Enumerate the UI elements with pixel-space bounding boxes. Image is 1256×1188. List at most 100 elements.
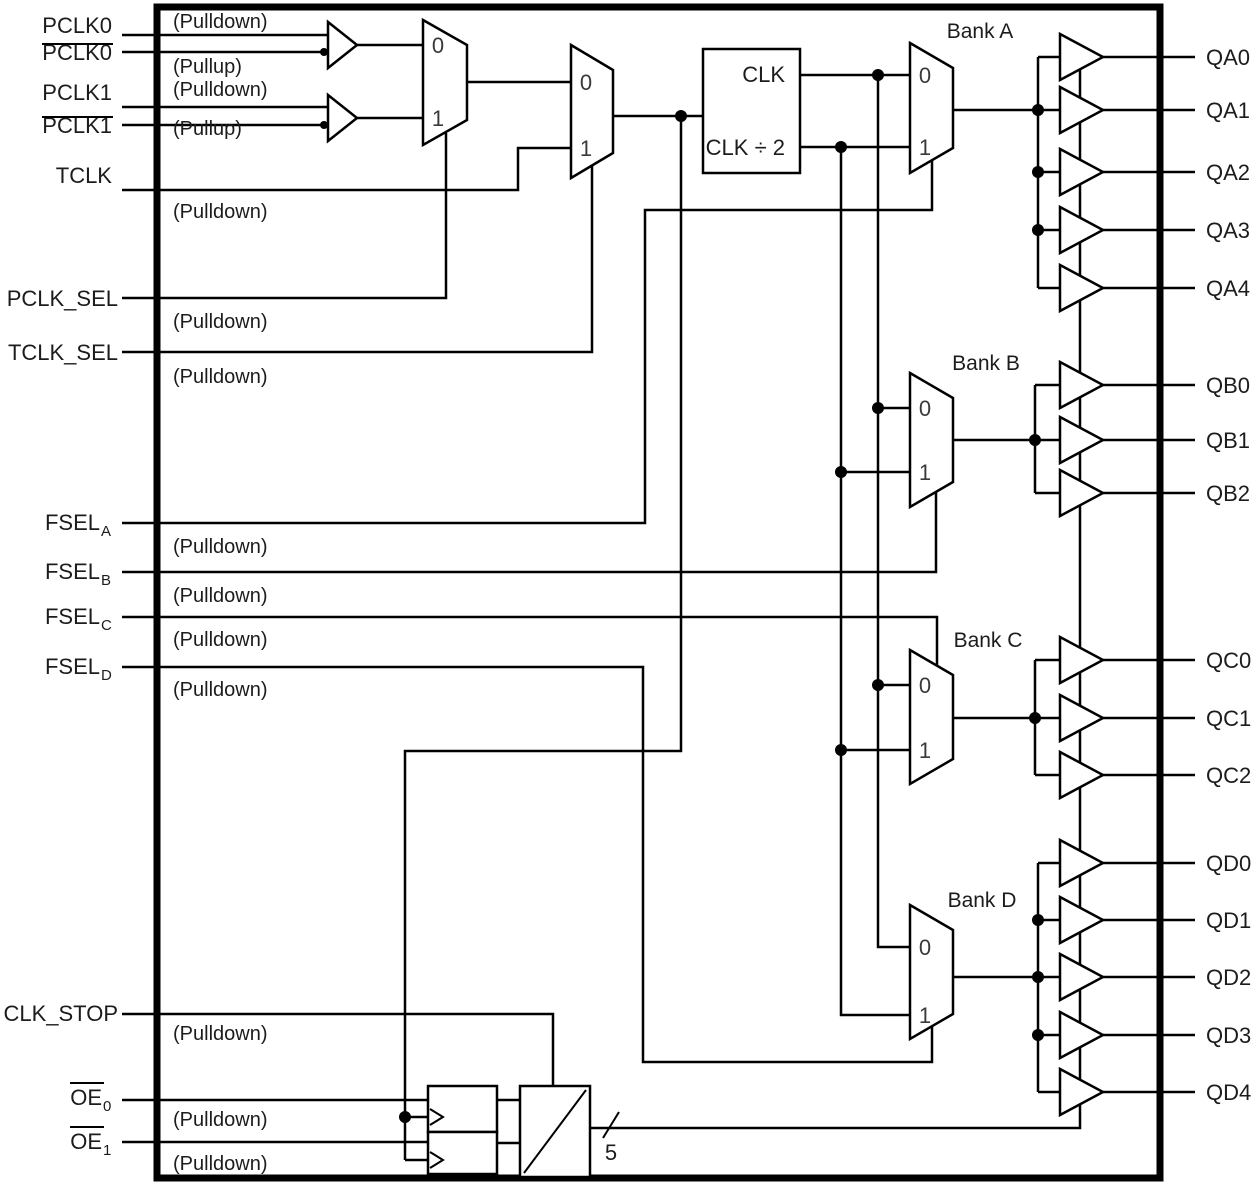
- qa3-buffer-icon: [1058, 204, 1106, 256]
- pin-label-qb2: QB2: [1206, 481, 1250, 506]
- pin-label-qb0: QB0: [1206, 373, 1250, 398]
- pin-label-qc1: QC1: [1206, 706, 1251, 731]
- bus-width-label: 5: [605, 1140, 617, 1165]
- qd0-buffer-icon: [1058, 837, 1106, 889]
- output-enable-bus: [590, 55, 1082, 1130]
- divider-clkdiv2-label: CLK ÷ 2: [706, 135, 785, 160]
- pull-caption-tclk-sel: (Pulldown): [173, 366, 267, 388]
- qb1-buffer-icon: [1058, 414, 1106, 466]
- input-wires: [122, 33, 939, 1144]
- pull-caption-clk-stop: (Pulldown): [173, 1023, 267, 1045]
- pull-caption-oe1: (Pulldown): [173, 1153, 267, 1175]
- wires-qc: [1103, 658, 1195, 777]
- pin-label-qa2: QA2: [1206, 160, 1250, 185]
- chip-outline: [153, 3, 1164, 1182]
- qc2-buffer-icon: [1058, 749, 1106, 801]
- wire-tclk: [122, 146, 571, 192]
- pin-label-oe1: OE: [70, 1129, 102, 1154]
- pin-label-clk-stop: CLK_STOP: [3, 1001, 118, 1026]
- wires-qb: [1103, 383, 1195, 495]
- wire-fsel-a: [122, 160, 934, 525]
- divider-labels: CLK CLK ÷ 2: [706, 62, 786, 160]
- qd2-buffer-icon: [1058, 951, 1106, 1003]
- internal-wires: [357, 43, 1082, 1162]
- output-wires: [1103, 55, 1195, 1094]
- pin-label-qd2: QD2: [1206, 965, 1251, 990]
- pin-label-qd0: QD0: [1206, 851, 1251, 876]
- pin-label-tclk: TCLK: [56, 163, 113, 188]
- pin-label-tclk-sel: TCLK_SEL: [8, 340, 118, 365]
- output-pin-labels: QA0 QA1 QA2 QA3 QA4 QB0 QB1 QB2 QC0 QC1 …: [1206, 45, 1251, 1105]
- qa4-buffer-icon: [1058, 262, 1106, 314]
- clock-divider-box: [701, 47, 802, 175]
- tclk-mux: [569, 42, 615, 181]
- pin-label-qb1: QB1: [1206, 428, 1250, 453]
- tclk-mux-in0: 0: [580, 70, 592, 95]
- pin-label-fsel-d-sub: D: [101, 667, 112, 684]
- pull-caption-pclk1: (Pulldown): [173, 79, 267, 101]
- qc1-buffer-icon: [1058, 692, 1106, 744]
- pclk1-diff-buffer-icon: [326, 92, 360, 144]
- pin-label-oe0: OE: [70, 1085, 102, 1110]
- pull-caption-fsel-b: (Pulldown): [173, 585, 267, 607]
- output-buffers: [1058, 31, 1106, 1118]
- pin-label-fsel-c: FSEL: [45, 604, 100, 629]
- qd1-buffer-icon: [1058, 894, 1106, 946]
- clk-rail: [876, 75, 910, 949]
- wire-clk-stop: [122, 1012, 555, 1086]
- pin-label-qa3: QA3: [1206, 218, 1250, 243]
- wires-qd: [1103, 861, 1195, 1094]
- wires-sync-to-decoder: [497, 1098, 520, 1145]
- pull-caption-pclk-sel: (Pulldown): [173, 311, 267, 333]
- qb0-buffer-icon: [1058, 359, 1106, 411]
- pclk-mux: [421, 17, 469, 148]
- qc0-buffer-icon: [1058, 634, 1106, 686]
- pull-caption-fsel-a: (Pulldown): [173, 536, 267, 558]
- wire-pclk-sel: [122, 133, 448, 300]
- pull-caption-fsel-c: (Pulldown): [173, 629, 267, 651]
- junction-dots: [320, 48, 1044, 1123]
- qd4-buffer-icon: [1058, 1066, 1106, 1118]
- bank-d-mux-in0: 0: [919, 935, 931, 960]
- pull-caption-oe0: (Pulldown): [173, 1109, 267, 1131]
- divider-clk-label: CLK: [742, 62, 785, 87]
- wire-fsel-c: [122, 615, 939, 666]
- clkdiv2-rail: [839, 147, 910, 1017]
- bank-b-mux-in1: 1: [919, 460, 931, 485]
- bank-c-mux-in0: 0: [919, 673, 931, 698]
- pin-label-pclk1: PCLK1: [42, 80, 112, 105]
- qa1-buffer-icon: [1058, 84, 1106, 136]
- bank-d-mux-in1: 1: [919, 1003, 931, 1028]
- bank-a-mux-in1: 1: [919, 135, 931, 160]
- bank-c-mux: [908, 647, 955, 787]
- qa2-buffer-icon: [1058, 146, 1106, 198]
- tclk-mux-in1: 1: [580, 136, 592, 161]
- pull-caption-pclk1-n: (Pullup): [173, 118, 242, 140]
- pin-label-fsel-c-sub: C: [101, 617, 112, 634]
- pin-label-fsel-a-sub: A: [101, 523, 111, 540]
- qa0-buffer-icon: [1058, 31, 1106, 83]
- qb2-buffer-icon: [1058, 467, 1106, 519]
- pin-label-oe1-sub: 1: [103, 1142, 111, 1159]
- pin-label-qa1: QA1: [1206, 98, 1250, 123]
- pin-label-qd4: QD4: [1206, 1080, 1251, 1105]
- pin-label-qc2: QC2: [1206, 763, 1251, 788]
- pull-caption-pclk0-n: (Pullup): [173, 56, 242, 78]
- oe0-sync-ff: [426, 1084, 499, 1134]
- pin-label-qd1: QD1: [1206, 908, 1251, 933]
- clock-wedge-icon: [429, 1108, 445, 1126]
- wire-tclk-sel: [122, 166, 594, 354]
- bank-b-label: Bank B: [952, 352, 1020, 375]
- pin-label-qa4: QA4: [1206, 276, 1250, 301]
- wire-fsel-d: [122, 665, 934, 1064]
- pull-caption-tclk: (Pulldown): [173, 201, 267, 223]
- pull-caption-pclk0: (Pulldown): [173, 11, 267, 33]
- bank-c-mux-in1: 1: [919, 738, 931, 763]
- bank-a-mux-in0: 0: [919, 63, 931, 88]
- mux-port-labels: 0 1 0 1 0 1 0 1 0 1 0 1: [432, 33, 931, 1028]
- pull-captions: (Pulldown) (Pullup) (Pulldown) (Pullup) …: [173, 11, 267, 1175]
- pin-label-pclk0: PCLK0: [42, 13, 112, 38]
- pin-label-qa0: QA0: [1206, 45, 1250, 70]
